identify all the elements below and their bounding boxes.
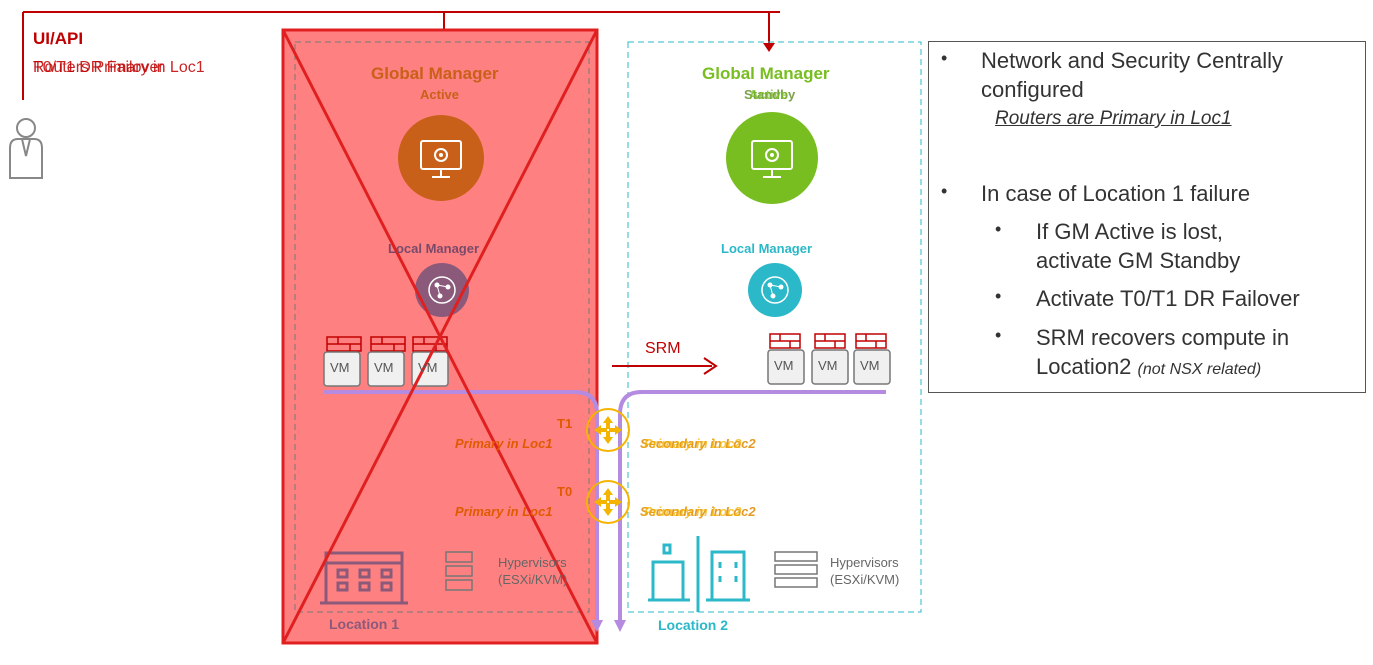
buildings-loc2-icon (648, 536, 750, 612)
hypervisors-loc2-line1: Hypervisors (830, 555, 899, 570)
router-t0-right-state-2: Primary in Loc2 (644, 504, 742, 519)
bullet-dot-2: • (941, 181, 948, 201)
gm-loc1-title: Global Manager (371, 64, 499, 83)
gm-loc2-state-2: Active (749, 87, 789, 102)
vm-loc1-1: VM (330, 360, 350, 375)
gm-loc2-title: Global Manager (702, 64, 830, 83)
bullet-dot-1: • (941, 48, 948, 68)
location1-label: Location 1 (329, 616, 400, 632)
srm-arrow (612, 357, 718, 375)
vm-boxes-loc2 (767, 349, 891, 385)
location2-boundary (627, 41, 922, 613)
note-sub3-line2: Location2 (not NSX related) (1036, 354, 1261, 380)
lm-loc2-title: Local Manager (721, 241, 813, 256)
router-t1-icon (586, 408, 630, 452)
note-sub1-line2: activate GM Standby (1036, 248, 1241, 273)
building-loc1-icon (320, 551, 408, 605)
user-icon (9, 118, 43, 179)
gm-active-icon (398, 115, 484, 201)
gm-loc2-state-1: Standby (744, 87, 796, 102)
failure-cross (281, 29, 599, 644)
router-t1-left-state: Primary in Loc1 (455, 436, 553, 451)
router-t0-right-state-1: Secondary in Loc2 (640, 504, 756, 519)
vm-group-loc2 (769, 333, 887, 349)
location1-boundary (294, 41, 590, 613)
vm-loc2-2: VM (818, 358, 838, 373)
gm-standby-icon (726, 112, 818, 204)
gm-loc1-state: Active (420, 87, 460, 102)
overlay-text-2: Routers Primary in Loc1 (33, 59, 205, 76)
notes-panel: • Network and Security Centrally configu… (928, 41, 1366, 393)
network-arrow-right (614, 620, 626, 632)
server-rack-loc2-icon (774, 551, 818, 588)
hypervisors-loc2-line2: (ESXi/KVM) (830, 572, 900, 587)
note-sub1-line1: If GM Active is lost, (1036, 219, 1224, 244)
ui-api-connectors (22, 11, 780, 100)
lm-loc1-title: Local Manager (388, 241, 480, 256)
router-t1-right-state-2: Primary in Loc2 (644, 436, 742, 451)
bullet-dot-3: • (995, 219, 1002, 239)
overlay-text-1: T0/T1 DR Failover (33, 59, 164, 76)
router-t0-left-state: Primary in Loc1 (455, 504, 553, 519)
router-t1-name: T1 (557, 416, 573, 431)
hypervisors-loc1-line2: (ESXi/KVM) (498, 572, 568, 587)
note-item1-line2: configured (981, 77, 1084, 102)
lm-loc1-icon (415, 263, 469, 317)
note-item2: In case of Location 1 failure (981, 181, 1251, 206)
network-arrow-left (591, 620, 603, 632)
note-sub2: Activate T0/T1 DR Failover (1036, 286, 1300, 311)
bullet-dot-5: • (995, 325, 1002, 345)
vm-loc1-2: VM (374, 360, 394, 375)
hypervisors-loc1-line1: Hypervisors (498, 555, 567, 570)
router-t0-icon (586, 480, 630, 524)
bullet-dot-4: • (995, 286, 1002, 306)
note-sub3-line1: SRM recovers compute in (1036, 325, 1290, 350)
vm-boxes-loc1 (323, 351, 449, 387)
note-item1-line1: Network and Security Centrally (981, 48, 1284, 73)
vm-loc2-3: VM (860, 358, 880, 373)
note-sub3-note: (not NSX related) (1137, 361, 1262, 378)
lm-loc2-icon (748, 263, 802, 317)
vm-loc2-1: VM (774, 358, 794, 373)
note-sub3-location: Location2 (1036, 354, 1132, 379)
ui-api-label: UI/API (33, 29, 84, 48)
router-t1-right-state-1: Secondary in Loc2 (640, 436, 756, 451)
location2-label: Location 2 (658, 617, 729, 633)
router-t0-name: T0 (557, 484, 573, 499)
note-item1-sub: Routers are Primary in Loc1 (995, 108, 1232, 129)
vm-group-loc1 (326, 336, 448, 352)
vm-loc1-3: VM (418, 360, 438, 375)
srm-label: SRM (645, 340, 681, 357)
server-rack-loc1-icon (445, 551, 473, 591)
